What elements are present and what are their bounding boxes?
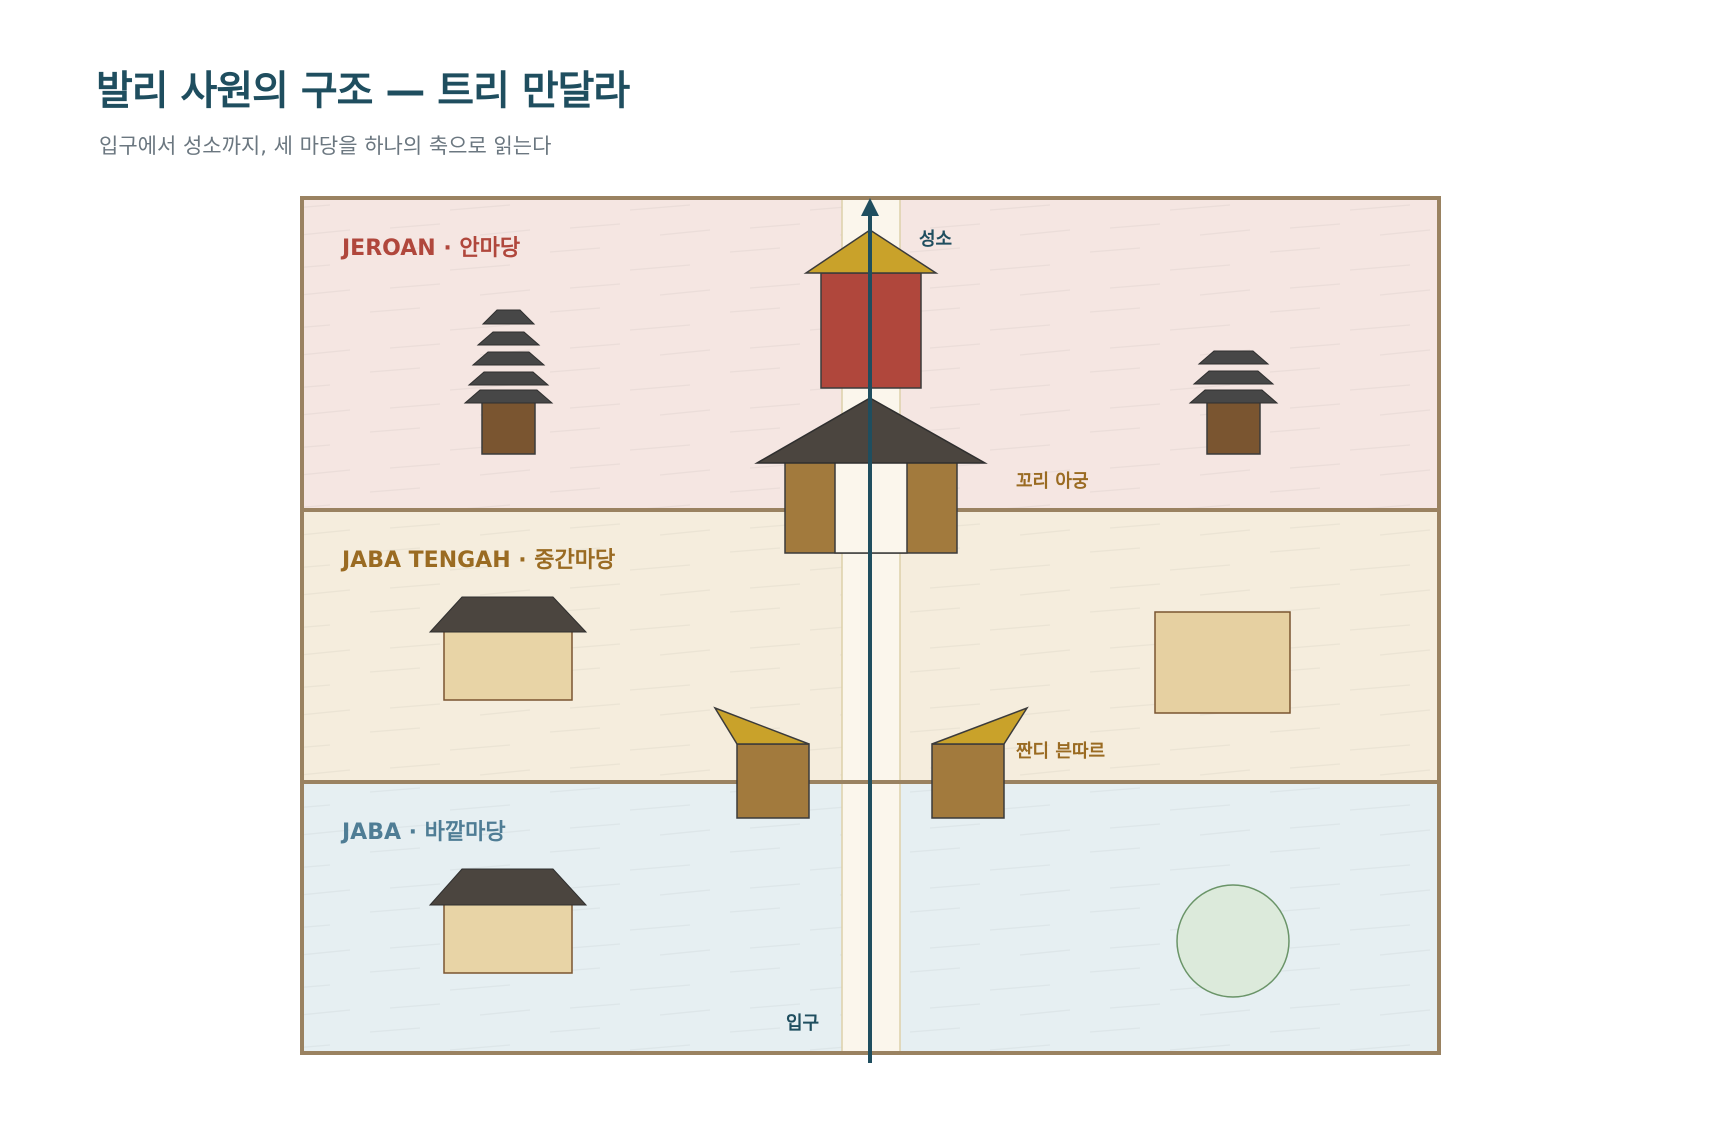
axis-arrowhead: [861, 198, 879, 216]
label-sanctuary: 성소: [919, 229, 952, 250]
meru-tower-left: [463, 309, 554, 455]
open-pavilion-middle-right: [1154, 611, 1291, 714]
lotus-pool: [1176, 884, 1290, 998]
label-candi-bentar: 짠디 븐따르: [1016, 741, 1105, 762]
bale-pavilion-outer: [428, 868, 588, 974]
zone-label-jaba-tengah: JABA TENGAH · 중간마당: [340, 548, 615, 573]
label-entrance: 입구: [786, 1012, 819, 1034]
label-kori-agung: 꼬리 아궁: [1016, 471, 1089, 492]
page-title: 발리 사원의 구조 — 트리 만달라: [96, 68, 630, 114]
zone-label-jaba: JABA · 바깥마당: [340, 820, 506, 845]
meru-tower-right: [1188, 350, 1279, 455]
zone-label-jeroan: JEROAN · 안마당: [340, 236, 520, 261]
page-subtitle: 입구에서 성소까지, 세 마당을 하나의 축으로 읽는다: [99, 134, 552, 158]
bale-pavilion-middle: [428, 596, 588, 701]
candi-bentar-gate: [713, 706, 1029, 819]
